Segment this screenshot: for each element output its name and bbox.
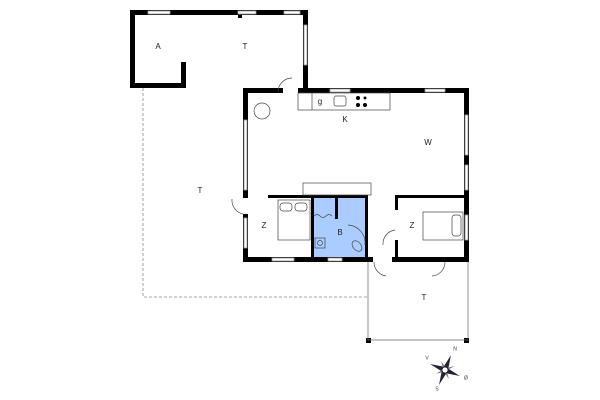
room-label-covered-terrace: T (243, 42, 248, 51)
compass-n: N (453, 346, 457, 352)
stove-icon (356, 96, 367, 107)
room-label-bathroom: B (337, 228, 342, 237)
room-label-living: W (424, 138, 432, 147)
doors (231, 77, 446, 277)
room-label-terrace-south: T (422, 293, 427, 302)
kitchen-g-label: g (318, 97, 322, 106)
room-label-bedroom-1: Z (262, 221, 267, 230)
beds (277, 199, 464, 241)
terrace-outline (142, 88, 368, 298)
kitchen-counter (297, 92, 391, 111)
compass-s: S (435, 386, 439, 392)
windows (147, 10, 469, 262)
stove-round-icon (253, 102, 271, 120)
room-label-bedroom-2: Z (410, 221, 415, 230)
room-label-annex: A (155, 42, 161, 51)
counter (302, 182, 372, 196)
compass-icon (430, 355, 460, 385)
compass-e: Ø (464, 375, 468, 381)
compass-w: V (425, 355, 429, 361)
room-label-terrace-west: T (198, 186, 203, 195)
room-label-kitchen: K (342, 115, 348, 124)
terrace-south-outline (367, 262, 469, 341)
bathroom-fixtures (313, 214, 363, 252)
